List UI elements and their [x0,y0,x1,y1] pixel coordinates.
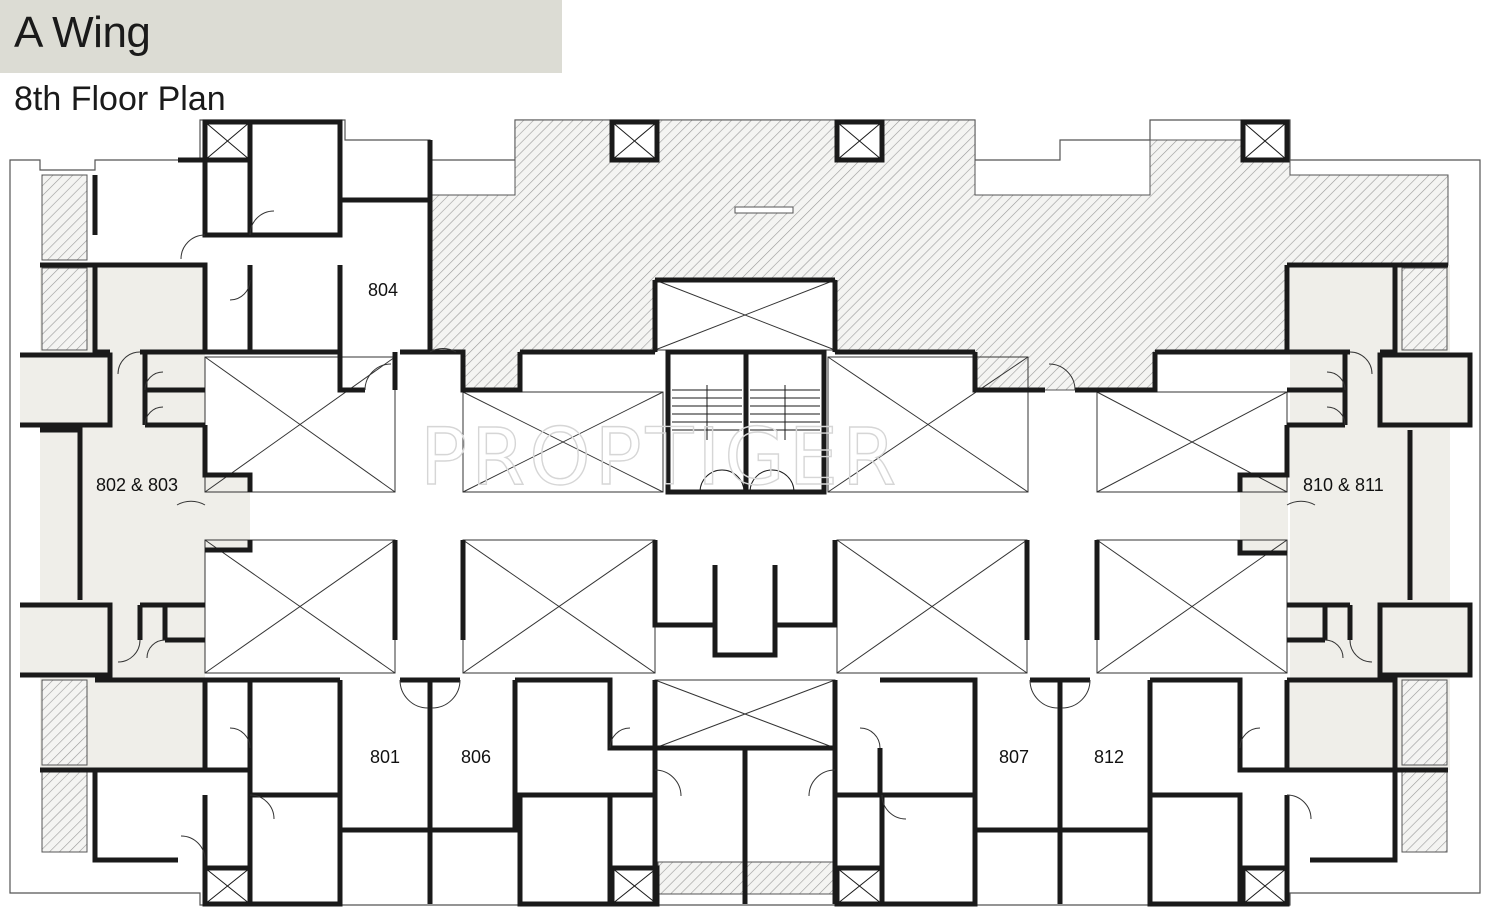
shaft-crosses [204,121,1288,905]
terrace-vent [734,206,794,214]
terrace-hatch [41,119,1449,895]
title-bar [0,0,562,73]
floor-plan-subtitle: 8th Floor Plan [14,80,226,118]
unit-label-802-803: 802 & 803 [96,475,178,495]
watermark: PROPTIGER [420,413,900,503]
door-swings [117,210,1373,861]
unit-label-806: 806 [461,747,491,767]
staircase [665,349,827,495]
walls [20,119,1473,907]
wing-title: A Wing [14,8,151,57]
unit-label-812: 812 [1094,747,1124,767]
unit-label-810-811: 810 & 811 [1303,475,1384,495]
unit-label-801: 801 [370,747,400,767]
unit-label-804: 804 [368,280,398,300]
unit-label-807: 807 [999,747,1029,767]
